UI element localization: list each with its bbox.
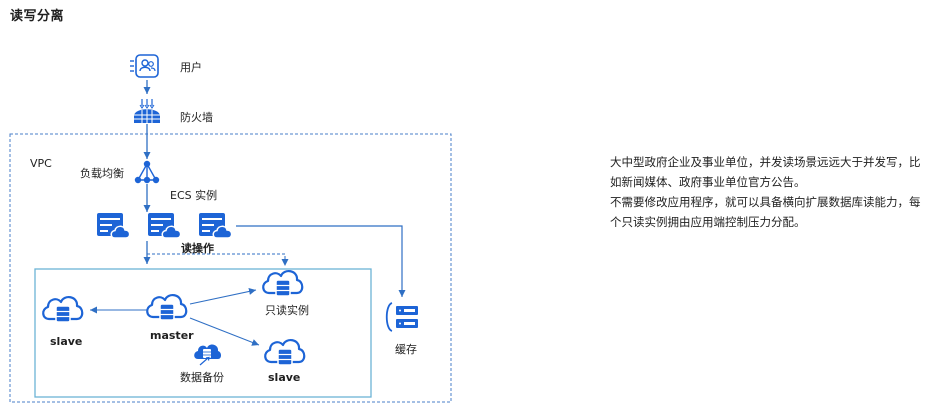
database-group-box [34,268,372,398]
read-only-label: 只读实例 [265,303,309,317]
ecs-label: ECS 实例 [170,188,217,202]
slave-left-db-icon [42,295,84,324]
load-balancer-label: 负载均衡 [80,166,124,180]
architecture-diagram: VPC 用户 防火墙 负载均衡 [9,54,452,403]
slave-left-label: slave [50,335,82,348]
cache-label: 缓存 [395,342,417,356]
firewall-label: 防火墙 [180,110,213,124]
master-to-read-only-arrow [189,288,257,305]
slave-bottom-label: slave [268,371,300,384]
read-operation-label: 读操作 [181,241,214,255]
vpc-label: VPC [30,157,52,170]
page-title: 读写分离 [10,9,65,24]
master-to-slave-bottom-arrow [189,317,260,346]
backup-label: 数据备份 [180,370,224,384]
ecs-server-icon-1 [96,212,131,239]
cache-server-icon [385,302,418,332]
description-paragraph-1: 大中型政府企业及事业单位，并发读场景远远大于并发写，比如新闻媒体、政府事业单位官… [610,155,921,189]
description-text: 大中型政府企业及事业单位，并发读场景远远大于并发写，比如新闻媒体、政府事业单位官… [610,152,922,232]
firewall-icon [134,99,160,123]
load-balancer-icon [134,160,160,184]
ecs-server-icon-3 [198,212,233,239]
read-operation-path [147,253,289,266]
user-icon [130,54,159,78]
description-paragraph-2: 不需要修改应用程序，就可以具备横向扩展数据库读能力，每个只读实例拥由应用端控制压… [610,195,921,229]
master-label: master [150,329,194,342]
vpc-boundary [9,133,452,403]
user-label: 用户 [180,60,202,74]
ecs-to-cache-path [236,225,406,297]
master-db-icon [146,293,188,322]
slave-bottom-db-icon [264,338,306,367]
ecs-server-icon-2 [147,212,182,239]
read-only-db-icon [262,269,304,298]
backup-icon [194,344,221,366]
